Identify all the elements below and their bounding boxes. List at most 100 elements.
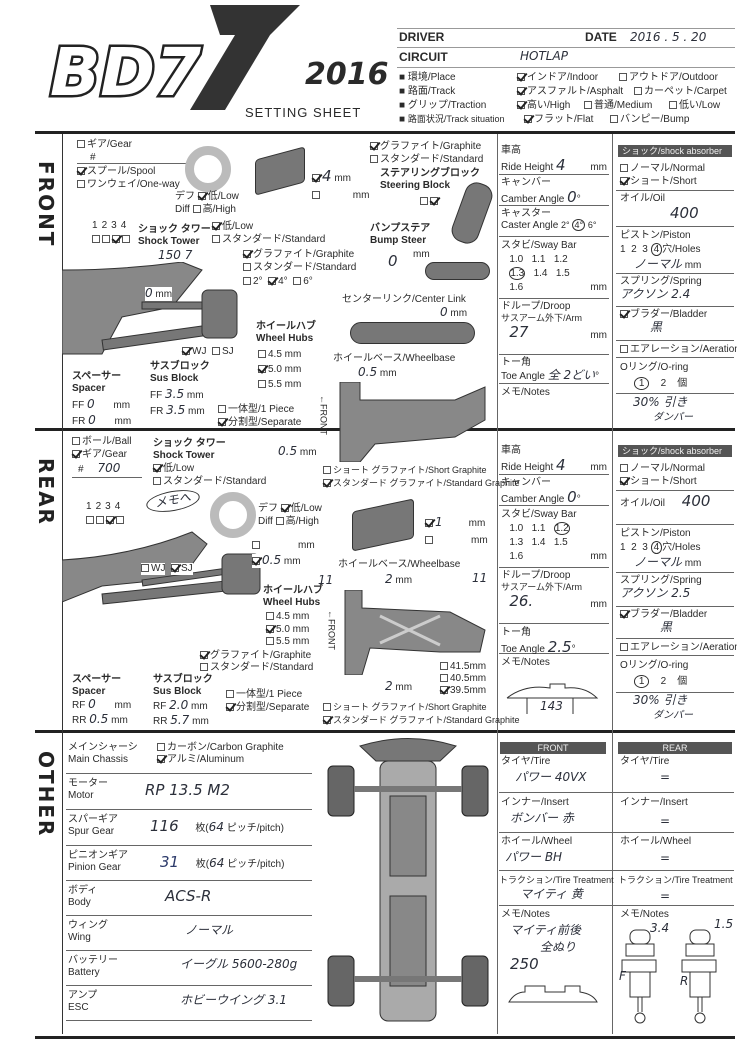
wing-value[interactable]: ノーマル xyxy=(185,923,234,937)
rear-hub-5-5[interactable]: 5.5 mm xyxy=(266,636,309,648)
checkbox[interactable] xyxy=(106,516,114,524)
front-graphite-option[interactable]: グラファイト/Graphite xyxy=(243,249,354,261)
place-indoor[interactable]: インドア/Indoor xyxy=(517,72,598,84)
checkbox[interactable] xyxy=(96,516,104,524)
rear-arm-40-5[interactable]: 40.5mm xyxy=(440,673,486,685)
bump-steer-value[interactable]: 0 xyxy=(388,252,398,270)
front-hub-5-0[interactable]: 5.0 mm xyxy=(258,364,301,376)
traction-medium[interactable]: 普通/Medium xyxy=(584,100,652,112)
checkbox[interactable] xyxy=(112,235,120,243)
front-tire-value[interactable]: パワー 40VX xyxy=(515,770,587,784)
checkbox[interactable] xyxy=(323,703,331,711)
checkbox[interactable] xyxy=(212,222,220,230)
checkbox[interactable] xyxy=(620,610,628,618)
front-oneway-option[interactable]: ワンウェイ/One-way xyxy=(77,179,180,191)
rear-tower-low[interactable]: 低/Low xyxy=(153,463,194,475)
checkbox[interactable] xyxy=(77,180,85,188)
circuit-field[interactable]: HOTLAP xyxy=(520,49,568,63)
front-hub-5-5[interactable]: 5.5 mm xyxy=(258,379,301,391)
steering-graphite-option[interactable]: グラファイト/Graphite xyxy=(370,141,481,153)
rear-shock-short[interactable]: ショート/Short xyxy=(620,476,697,488)
place-outdoor[interactable]: アウトドア/Outdoor xyxy=(619,72,718,84)
front-caster-block-options[interactable]: 2° 4° 6° xyxy=(243,276,313,288)
rear-spacer-rf[interactable]: RF 0 mm xyxy=(72,697,132,711)
front-sus-one-piece[interactable]: 一体型/1 Piece xyxy=(218,404,294,416)
checkbox[interactable] xyxy=(141,564,149,572)
checkbox[interactable] xyxy=(312,191,320,199)
checkbox[interactable] xyxy=(430,197,438,205)
checkbox[interactable] xyxy=(266,625,274,633)
rear-hub-5-0[interactable]: 5.0 mm xyxy=(266,624,309,636)
rear-camber-link-a[interactable]: mm xyxy=(252,540,315,552)
rear-wheelbase-bottom[interactable]: 2 mm xyxy=(385,679,413,693)
front-shock-oring[interactable]: Oリング/O-ring 1 2 個 xyxy=(620,362,689,390)
rear-tower-standard[interactable]: スタンダード/Standard xyxy=(153,476,266,488)
rear-arm-39-5[interactable]: 39.5mm xyxy=(440,685,486,697)
front-shock-normal[interactable]: ノーマル/Normal xyxy=(620,163,705,175)
checkbox[interactable] xyxy=(620,177,628,185)
rear-shock-oring[interactable]: Oリング/O-ring 1 2 個 xyxy=(620,660,689,688)
checkbox[interactable] xyxy=(323,466,331,474)
chassis-alu-option[interactable]: アルミ/Aluminum xyxy=(157,754,244,766)
checkbox[interactable] xyxy=(102,235,110,243)
rear-shock-normal[interactable]: ノーマル/Normal xyxy=(620,463,705,475)
checkbox[interactable] xyxy=(323,479,331,487)
front-wheel-value[interactable]: パワー BH xyxy=(505,850,563,864)
front-wj-option[interactable]: WJ xyxy=(182,346,206,358)
spur-gear-value[interactable]: 116 枚(64 ピッチ/pitch) xyxy=(150,817,284,835)
rear-sj-option[interactable]: SJ xyxy=(171,563,193,575)
checkbox[interactable] xyxy=(440,662,448,670)
date-field[interactable]: 2016 . 5 . 20 xyxy=(630,30,707,44)
checkbox[interactable] xyxy=(634,87,642,95)
checkbox[interactable] xyxy=(226,690,234,698)
rear-standard-option[interactable]: スタンダード/Standard xyxy=(200,662,313,674)
front-notes[interactable]: メモ/Notes xyxy=(501,387,550,398)
checkbox[interactable] xyxy=(197,192,206,200)
rear-sus-one-piece[interactable]: 一体型/1 Piece xyxy=(226,689,302,701)
checkbox[interactable] xyxy=(258,350,266,358)
front-sway-bar[interactable]: スタビ/Sway Bar 1.0 1.1 1.2 1.3 1.4 1.5 1.6… xyxy=(501,240,607,293)
checkbox[interactable] xyxy=(266,612,274,620)
checkbox[interactable] xyxy=(280,504,289,512)
front-hub-4-5[interactable]: 4.5 mm xyxy=(258,349,301,361)
front-mount-b[interactable]: mm xyxy=(312,190,369,202)
track-asphalt[interactable]: アスファルト/Asphalt xyxy=(517,86,623,98)
checkbox[interactable] xyxy=(584,101,592,109)
front-tower-low[interactable]: 低/Low xyxy=(212,221,253,233)
checkbox[interactable] xyxy=(212,347,220,355)
front-wheelbase-value[interactable]: 0.5 mm xyxy=(358,365,397,379)
rear-arm-short-graphite[interactable]: ショート グラファイト/Short Graphite xyxy=(323,702,487,714)
checkbox[interactable] xyxy=(620,477,628,485)
rear-diff-high[interactable]: Diff 高/High xyxy=(258,516,319,527)
rear-treatment-value[interactable]: = xyxy=(660,889,671,903)
rear-arm-41-5[interactable]: 41.5mm xyxy=(440,661,486,673)
checkbox[interactable] xyxy=(218,405,226,413)
rear-sway-bar[interactable]: スタビ/Sway Bar 1.0 1.1 1.2 1.3 1.4 1.5 1.6… xyxy=(501,509,607,562)
rear-arm-standard-graphite[interactable]: スタンダード グラファイト/Standard Graphite xyxy=(323,715,520,727)
front-shock-notes[interactable]: 30% 引きダンパー xyxy=(633,395,693,423)
rear-gear-option[interactable]: ギア/Gear xyxy=(72,449,127,461)
checkbox[interactable] xyxy=(275,517,284,525)
rear-tire-value[interactable]: = xyxy=(660,770,671,784)
situation-bump[interactable]: バンピー/Bump xyxy=(610,114,689,126)
front-sus-separate[interactable]: 分割型/Separate xyxy=(218,417,301,429)
front-tower-standard[interactable]: スタンダード/Standard xyxy=(212,234,325,246)
checkbox[interactable] xyxy=(312,174,320,182)
rear-wheel-value[interactable]: = xyxy=(660,851,671,865)
rear-insert-value[interactable]: = xyxy=(660,814,671,828)
checkbox[interactable] xyxy=(420,197,428,205)
checkbox[interactable] xyxy=(157,743,165,751)
front-shock-aeration[interactable]: エアレーション/Aeration xyxy=(620,344,737,356)
